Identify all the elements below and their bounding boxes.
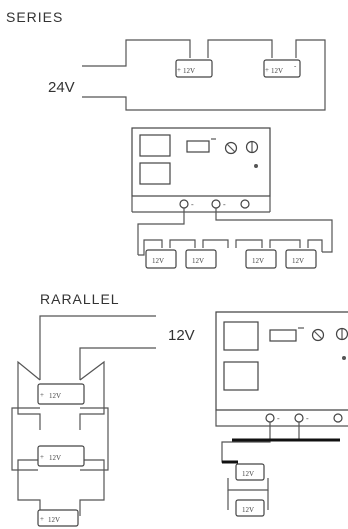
charger-indicator-light — [342, 356, 346, 360]
battery-voltage: 12V — [49, 392, 61, 400]
battery-voltage: 12V — [49, 454, 61, 462]
battery-voltage: 12V — [271, 67, 283, 75]
series-battery-3: 12V — [145, 249, 177, 269]
battery-plus-sign: + — [265, 66, 269, 74]
parallel-charger-wiring — [221, 422, 340, 510]
charger-terminal-minus: - — [223, 200, 226, 209]
battery-plus-sign: + — [40, 391, 44, 399]
series-battery-1: + 12V — [175, 59, 213, 78]
series-title: SERIES — [6, 9, 63, 25]
charger-terminal-minus: - — [191, 200, 194, 209]
parallel-voltage-label: 12V — [168, 327, 195, 344]
parallel-battery-5: 12V — [235, 499, 265, 517]
charger-terminal — [333, 413, 343, 423]
charger-terminal — [294, 413, 304, 423]
charger-terminal — [179, 199, 189, 209]
charger-terminal-minus: - — [277, 414, 280, 423]
series-battery-6: 12V — [285, 249, 317, 269]
parallel-battery-2: + 12V — [37, 445, 85, 467]
charger-terminal — [211, 199, 221, 209]
series-wiring — [82, 39, 326, 111]
battery-plus-sign: + — [40, 453, 44, 461]
series-battery-5: 12V — [245, 249, 277, 269]
charger-indicator-light — [254, 164, 258, 168]
parallel-battery-3: + 12V — [37, 509, 79, 527]
parallel-battery-4: 12V — [235, 463, 265, 481]
parallel-battery-1: + 12V — [37, 383, 85, 405]
parallel-wiring — [11, 315, 156, 516]
charger-meter-display — [223, 361, 259, 391]
parallel-charger: - - — [215, 311, 348, 427]
series-string-wiring — [137, 208, 333, 256]
battery-voltage: 12V — [192, 257, 204, 265]
battery-voltage: 12V — [252, 257, 264, 265]
charger-terminal — [265, 413, 275, 423]
charger-meter-display — [139, 134, 171, 157]
series-charger: - - — [131, 127, 271, 213]
battery-voltage: 12V — [242, 470, 254, 478]
charger-switch — [269, 329, 297, 342]
battery-voltage: 12V — [183, 67, 195, 75]
charger-switch — [186, 140, 210, 153]
battery-plus-sign: + — [40, 515, 44, 523]
battery-voltage: 12V — [48, 516, 60, 524]
charger-terminal — [240, 199, 250, 209]
charger-meter-display — [223, 321, 259, 351]
battery-voltage: 12V — [242, 506, 254, 514]
battery-voltage: 12V — [292, 257, 304, 265]
series-voltage-label: 24V — [48, 79, 75, 96]
battery-minus-sign: - — [294, 62, 297, 70]
series-battery-4: 12V — [185, 249, 217, 269]
battery-voltage: 12V — [152, 257, 164, 265]
parallel-title: RARALLEL — [40, 291, 120, 307]
charger-terminal-minus: - — [306, 414, 309, 423]
series-battery-2: + 12V - — [263, 59, 301, 78]
battery-plus-sign: + — [177, 66, 181, 74]
charger-meter-display — [139, 162, 171, 185]
